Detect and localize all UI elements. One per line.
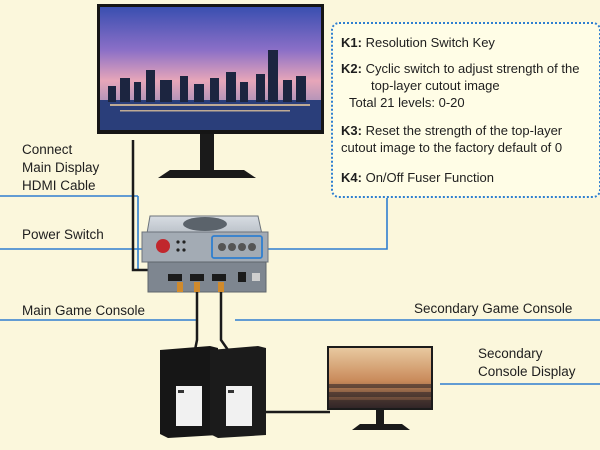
key-k1-text: Resolution Switch Key xyxy=(365,35,495,50)
keys-leader-line xyxy=(262,198,388,250)
game-console-icon xyxy=(160,346,266,438)
key-k4-text: On/Off Fuser Function xyxy=(365,170,494,185)
key-k1-id: K1: xyxy=(341,35,362,50)
key-k2-line-1: Cyclic switch to adjust strength of the xyxy=(365,61,580,76)
key-k3-line-1: Reset the strength of the top-layer xyxy=(365,123,563,138)
key-k3: K3: Reset the strength of the top-layer … xyxy=(341,122,562,156)
key-descriptions-box: K1: Resolution Switch Key K2: Cyclic swi… xyxy=(331,22,600,198)
secondary-monitor-icon xyxy=(327,346,433,430)
connector-lines xyxy=(0,195,600,385)
key-k4: K4: On/Off Fuser Function xyxy=(341,169,494,186)
main-monitor-icon xyxy=(97,4,324,178)
key-k2-id: K2: xyxy=(341,61,362,76)
secondary-console-label: Secondary Game Console xyxy=(414,301,573,316)
secondary-display-line-1: Secondary xyxy=(478,346,543,361)
key-k3-id: K3: xyxy=(341,123,362,138)
console-cables xyxy=(193,282,330,414)
key-k3-line-2: cutout image to the factory default of 0 xyxy=(341,140,563,155)
secondary-display-label: Secondary Console Display xyxy=(478,345,576,381)
key-k2: K2: Cyclic switch to adjust strength of … xyxy=(341,60,579,111)
key-k2-line-3: Total 21 levels: 0-20 xyxy=(349,95,465,110)
connect-hdmi-line-2: Main Display xyxy=(22,160,100,175)
connect-hdmi-label: Connect Main Display HDMI Cable xyxy=(22,141,99,195)
connect-hdmi-line-1: Connect xyxy=(22,142,73,157)
main-console-label: Main Game Console xyxy=(22,303,146,318)
key-k2-line-2: top-layer cutout image xyxy=(371,78,500,93)
secondary-display-line-2: Console Display xyxy=(478,364,576,379)
connect-hdmi-line-3: HDMI Cable xyxy=(22,178,96,193)
fuser-device-icon xyxy=(141,215,269,293)
power-switch-label: Power Switch xyxy=(22,227,104,242)
keys-highlight xyxy=(211,235,263,259)
key-k1: K1: Resolution Switch Key xyxy=(341,34,495,51)
key-k4-id: K4: xyxy=(341,170,362,185)
